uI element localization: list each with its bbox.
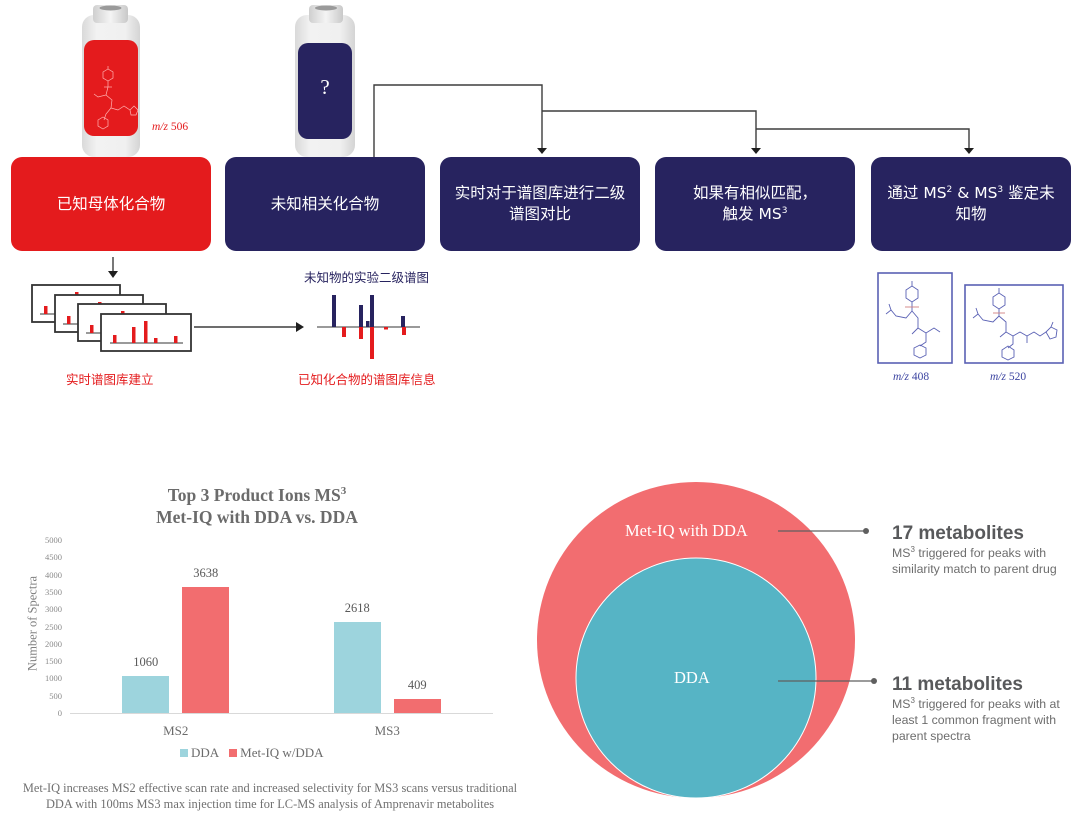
y-tick-label: 1500 [45, 656, 62, 667]
legend-item: Met-IQ w/DDA [229, 745, 324, 761]
product-mz-408-label: m/z 408 [893, 371, 929, 383]
venn-outer-label: Met-IQ with DDA [625, 521, 748, 540]
structure-mz408 [877, 272, 953, 364]
known-compound-vial [82, 5, 140, 157]
unknown-vial-question-mark: ? [320, 75, 330, 99]
library-spectrum-peaks [342, 327, 406, 359]
label-part: & MS [952, 184, 998, 202]
venn-inner-label: DDA [674, 668, 710, 687]
legend-label: DDA [191, 745, 220, 760]
bar-value-label: 409 [407, 677, 427, 692]
mz-value: 408 [911, 371, 930, 383]
y-tick-label: 500 [49, 690, 62, 701]
venn-diagram [537, 482, 877, 799]
x-axis-line [70, 713, 493, 714]
step-identify-unknowns: 通过 MS2 & MS3 鉴定未知物 [871, 157, 1071, 251]
y-tick-label: 4000 [45, 569, 62, 580]
parent-molecule-icon [93, 66, 139, 130]
desc-text: triggered for peaks with at least 1 comm… [892, 697, 1060, 743]
chart-legend: DDA Met-IQ w/DDA [180, 745, 324, 761]
callout-inner-description: MS3 triggered for peaks with at least 1 … [892, 697, 1067, 744]
step-known-parent-compound: 已知母体化合物 [11, 157, 211, 251]
desc-prefix: MS [892, 697, 911, 711]
y-tick-label: 2500 [45, 621, 62, 632]
bar-met-iq-w-dda-ms2 [182, 587, 230, 713]
legend-label: Met-IQ w/DDA [240, 745, 324, 760]
library-spectrum-caption: 已知化合物的谱图库信息 [298, 372, 436, 387]
bar-value-label: 3638 [193, 566, 219, 581]
arrow-down-icon [751, 148, 761, 154]
arrow-right-icon [296, 322, 304, 332]
step-label-line1: 如果有相似匹配， [692, 184, 817, 202]
product-mz-520-label: m/z 520 [990, 371, 1026, 383]
superscript: 3 [910, 545, 915, 554]
step-trigger-ms3: 如果有相似匹配， 触发 MS3 [655, 157, 855, 251]
arrow-down-icon [108, 271, 118, 278]
superscript: 3 [781, 206, 788, 216]
step-label: 如果有相似匹配， 触发 MS3 [693, 183, 817, 225]
callout-outer-description: MS3 triggered for peaks with similarity … [892, 546, 1067, 578]
desc-prefix: MS [892, 546, 911, 560]
structure-mz520 [964, 284, 1064, 364]
arrowheads [108, 148, 974, 332]
title-text: Top 3 Product Ions MS [167, 485, 341, 505]
superscript: 3 [997, 185, 1004, 195]
unknown-compound-vial [295, 5, 355, 157]
known-vial-mz-label: m/z 506 [152, 121, 188, 133]
bar-dda-ms2 [122, 676, 170, 713]
library-build-caption: 实时谱图库建立 [66, 372, 154, 387]
x-tick-label: MS2 [163, 723, 189, 738]
step-label: 已知母体化合物 [56, 194, 166, 213]
legend-swatch-icon [180, 749, 188, 757]
callout-outer-count: 17 metabolites [892, 523, 1024, 544]
step-label: 未知相关化合物 [270, 194, 380, 213]
superscript: 2 [946, 185, 953, 195]
step-label-line2: 触发 MS [722, 205, 782, 223]
y-tick-label: 0 [57, 708, 62, 718]
chart-title: Top 3 Product Ions MS3 Met-IQ with DDA v… [40, 484, 474, 528]
product-structures [877, 272, 1064, 364]
bar-value-label: 2618 [344, 601, 370, 616]
y-tick-label: 1000 [45, 673, 62, 684]
callout-inner-count: 11 metabolites [892, 674, 1023, 695]
desc-text: triggered for peaks with similarity matc… [892, 546, 1057, 576]
step-unknown-related-compound: 未知相关化合物 [225, 157, 425, 251]
experimental-spectrum-title: 未知物的实验二级谱图 [304, 270, 430, 285]
y-tick-label: 3000 [45, 604, 62, 615]
label-part: 通过 MS [887, 184, 947, 202]
venn-inner-circle [575, 557, 817, 799]
label-part: 鉴定未知物 [955, 184, 1055, 223]
bar-met-iq-w-dda-ms3 [393, 698, 441, 713]
arrow-down-icon [537, 148, 547, 154]
y-tick-label: 4500 [45, 552, 62, 563]
workflow-connectors [112, 84, 970, 328]
legend-item: DDA [180, 745, 219, 761]
y-tick-label: 2000 [45, 638, 62, 649]
y-tick-label: 3500 [45, 586, 62, 597]
unknown-spectrum-peaks [332, 295, 405, 327]
mz-value: 506 [170, 121, 189, 133]
spectral-library-stack [31, 284, 192, 352]
mz-italic: m/z [990, 371, 1006, 383]
chart-title-line1: Top 3 Product Ions MS3 [40, 484, 474, 506]
step-realtime-library-compare: 实时对于谱图库进行二级谱图对比 [440, 157, 640, 251]
legend-swatch-icon [229, 749, 238, 757]
chart-title-line2: Met-IQ with DDA vs. DDA [156, 507, 358, 527]
mirror-spectrum-plot [317, 295, 420, 359]
arrow-down-icon [964, 148, 974, 154]
mz-italic: m/z [152, 121, 168, 133]
superscript: 3 [910, 696, 915, 705]
step-label: 实时对于谱图库进行二级谱图对比 [454, 184, 626, 223]
superscript: 3 [340, 485, 347, 497]
y-tick-label: 5000 [45, 535, 62, 545]
step-label: 通过 MS2 & MS3 鉴定未知物 [885, 183, 1057, 225]
mz-italic: m/z [893, 371, 909, 383]
chart-caption: Met-IQ increases MS2 effective scan rate… [22, 781, 518, 811]
mz-value: 520 [1008, 371, 1027, 383]
x-tick-label: MS3 [374, 723, 400, 738]
bar-dda-ms3 [333, 622, 381, 713]
bar-value-label: 1060 [133, 655, 159, 670]
